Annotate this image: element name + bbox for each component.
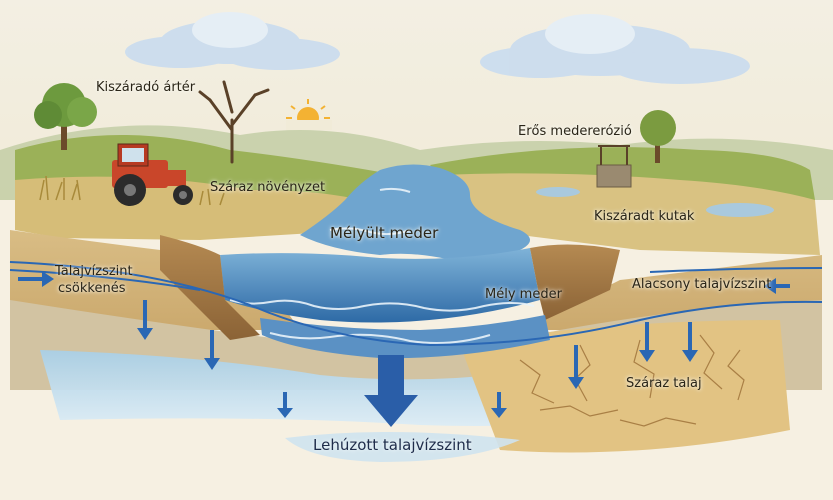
label-low-groundwater: Alacsony talajvízszint bbox=[632, 277, 771, 292]
label-strong-erosion: Erős medererózió bbox=[518, 124, 632, 139]
label-groundwater-drop-1: Talajvízszint bbox=[55, 264, 133, 279]
label-dried-floodplain: Kiszáradó ártér bbox=[96, 80, 195, 95]
dried-puddle bbox=[536, 187, 580, 197]
label-dry-soil: Száraz talaj bbox=[626, 376, 702, 391]
label-deep-bed: Mély meder bbox=[485, 287, 562, 302]
label-deepened-bed: Mélyült meder bbox=[330, 224, 438, 242]
river-channel bbox=[220, 248, 540, 323]
label-groundwater-drop-2: csökkenés bbox=[58, 281, 125, 296]
label-dried-wells: Kiszáradt kutak bbox=[594, 209, 694, 224]
label-dry-vegetation: Száraz növényzet bbox=[210, 180, 325, 195]
label-lowered-groundwater: Lehúzott talajvízszint bbox=[313, 436, 472, 454]
dried-puddle bbox=[706, 203, 774, 217]
